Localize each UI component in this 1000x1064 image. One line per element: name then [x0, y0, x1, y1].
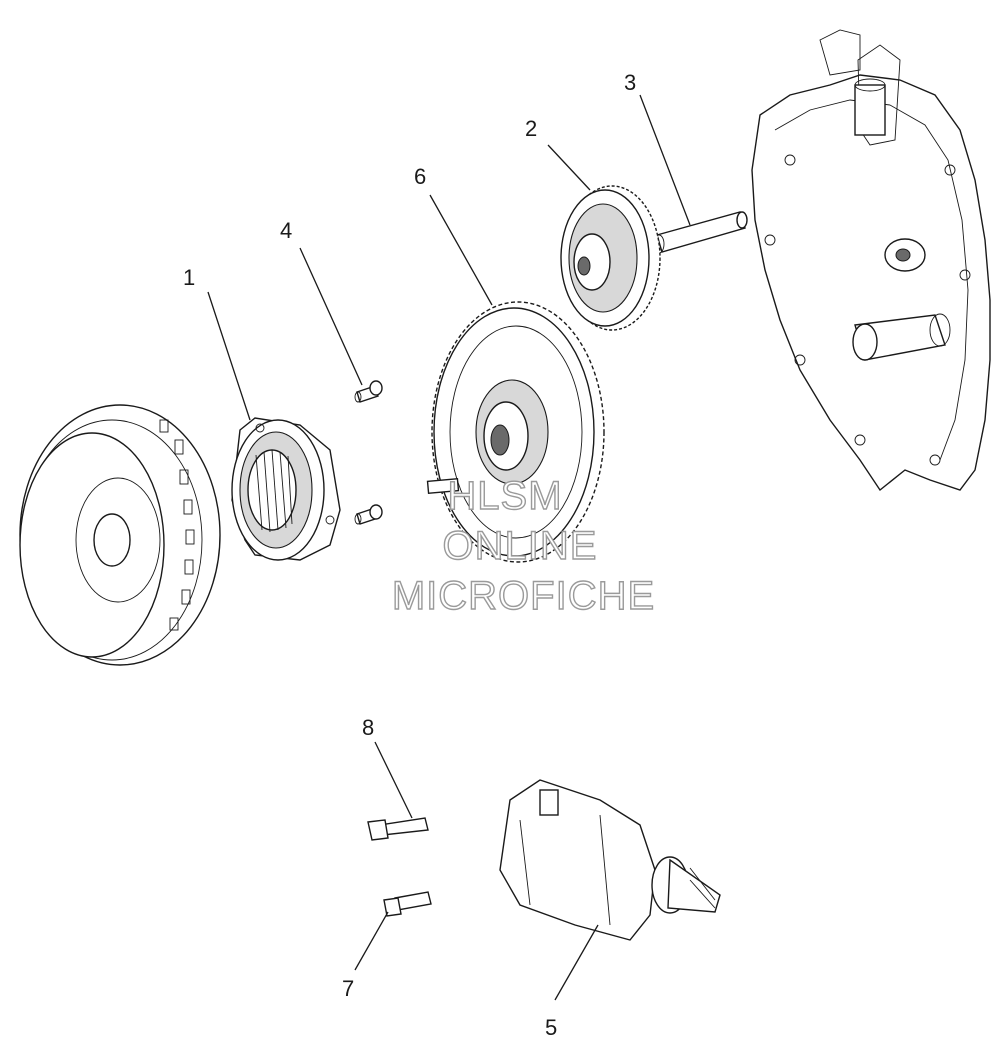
crankcase-cover	[751, 29, 991, 492]
callout-4: 4	[280, 218, 292, 243]
watermark-line-2: ONLINE	[442, 523, 598, 568]
callout-8: 8	[362, 715, 374, 740]
part-4-bolts	[354, 380, 383, 525]
callout-6: 6	[414, 164, 426, 189]
callout-2: 2	[525, 116, 537, 141]
part-7-bolt	[383, 891, 432, 917]
watermark-line-1: HLSM	[447, 473, 563, 518]
callout-1: 1	[183, 265, 195, 290]
leader-lines	[207, 94, 691, 1001]
part-6-starter-gear	[426, 301, 605, 563]
watermark-line-3: MICROFICHE	[391, 573, 656, 618]
part-1-one-way-clutch	[231, 417, 341, 561]
callout-7: 7	[342, 976, 354, 1001]
callout-5: 5	[545, 1015, 557, 1040]
part-3-shaft	[653, 211, 748, 254]
part-5-starter-motor	[499, 779, 721, 941]
flywheel-rotor	[19, 404, 221, 666]
part-2-idler-gear	[560, 185, 661, 331]
callout-3: 3	[624, 70, 636, 95]
part-8-bolt	[367, 817, 429, 841]
